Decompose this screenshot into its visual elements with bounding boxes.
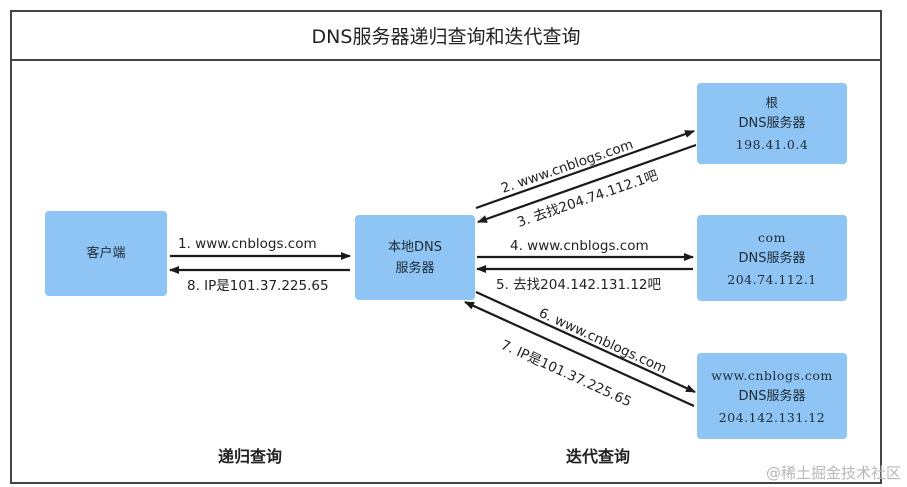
diagram-frame: DNS服务器递归查询和迭代查询 (10, 10, 882, 484)
recursive-query-label: 递归查询 (218, 447, 283, 466)
com-dns-line3: 204.74.112.1 (727, 271, 817, 287)
auth-dns-line2: DNS服务器 (738, 388, 806, 404)
root-dns-line3: 198.41.0.4 (735, 137, 809, 152)
arrow-7 (464, 300, 695, 408)
iterative-query-label: 迭代查询 (566, 447, 631, 466)
local-dns-node: 本地DNS 服务器 (355, 215, 475, 300)
auth-dns-node: www.cnblogs.com DNS服务器 204.142.131.12 (697, 353, 847, 439)
client-label: 客户端 (86, 246, 126, 261)
com-dns-node: com DNS服务器 204.74.112.1 (697, 215, 847, 301)
root-dns-line1: 根 (765, 95, 779, 110)
com-dns-line2: DNS服务器 (738, 250, 806, 266)
arrow-2 (475, 129, 695, 210)
com-dns-line1: com (758, 229, 786, 245)
arrow-1-label: 1. www.cnblogs.com (178, 236, 317, 252)
auth-dns-line3: 204.142.131.12 (718, 409, 826, 425)
arrow-3 (477, 143, 697, 224)
root-dns-line2: DNS服务器 (738, 116, 806, 131)
arrow-8-label: 8. IP是101.37.225.65 (187, 278, 329, 294)
local-dns-line1: 本地DNS (388, 239, 442, 255)
arrow-4-label: 4. www.cnblogs.com (510, 238, 649, 254)
client-node: 客户端 (45, 211, 167, 296)
root-dns-node: 根 DNS服务器 198.41.0.4 (697, 83, 847, 164)
local-dns-line2: 服务器 (395, 260, 435, 276)
arrow-6 (475, 290, 696, 394)
diagram-title: DNS服务器递归查询和迭代查询 (12, 12, 880, 61)
auth-dns-line1: www.cnblogs.com (711, 367, 833, 383)
watermark: @稀土掘金技术社区 (765, 464, 901, 482)
arrow-5-label: 5. 去找204.142.131.12吧 (496, 277, 662, 293)
